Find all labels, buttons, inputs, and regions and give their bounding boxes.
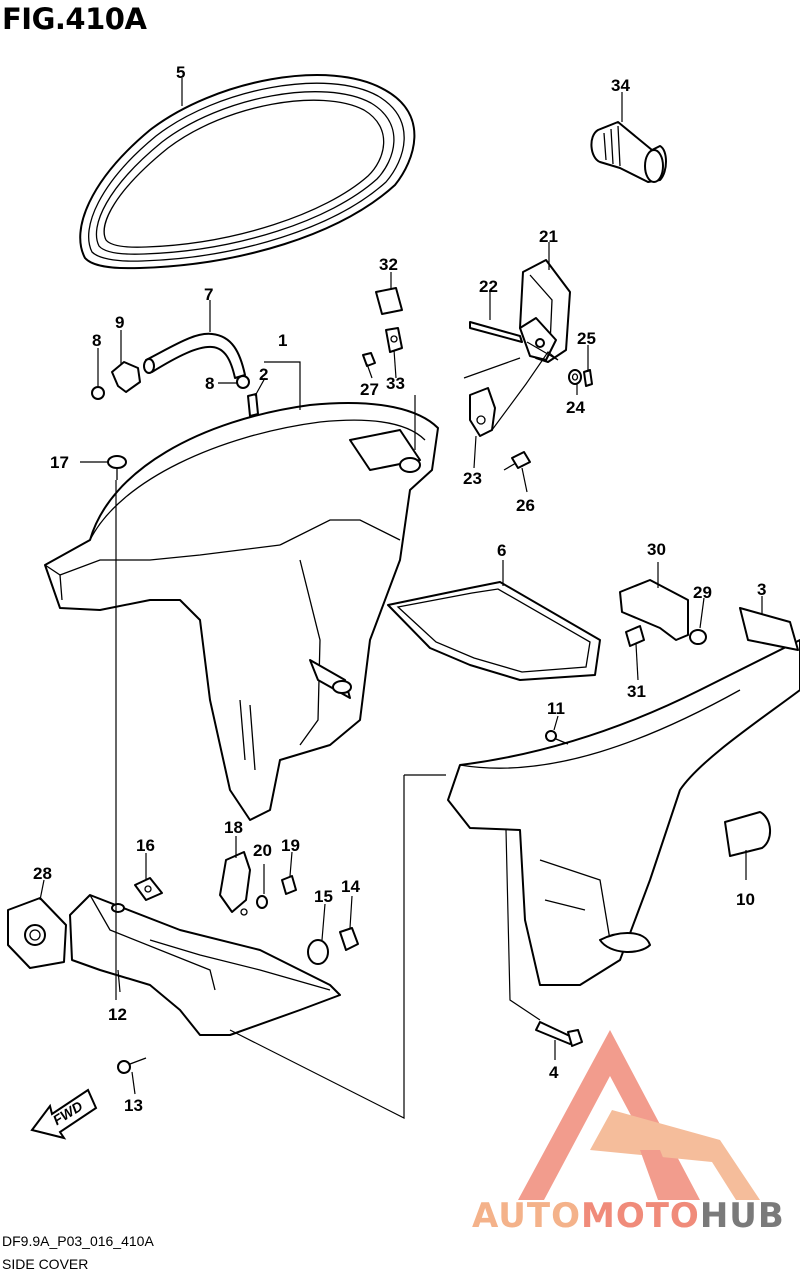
callout-33: 33: [386, 374, 405, 393]
rubber-pad-part: [724, 811, 771, 857]
callout-17: 17: [50, 453, 69, 472]
mounting-bracket-part: [619, 579, 707, 647]
callout-2: 2: [259, 365, 268, 384]
leader-lines: [39, 78, 763, 1119]
figure-title: FIG.410A: [2, 2, 147, 36]
callout-31: 31: [627, 682, 646, 701]
grommet-part: [590, 121, 667, 183]
callout-14: 14: [341, 877, 360, 896]
watermark-hub-text: HUB: [699, 1196, 785, 1236]
callout-15: 15: [314, 887, 333, 906]
model-code: DF9.9A_P03_016_410A: [2, 1233, 154, 1249]
side-cover-left-part: [44, 402, 439, 821]
callout-24: 24: [566, 398, 585, 417]
callout-6: 6: [497, 541, 506, 560]
fwd-arrow-icon: [30, 1088, 98, 1140]
callout-16: 16: [136, 836, 155, 855]
callout-26: 26: [516, 496, 535, 515]
callout-1: 1: [278, 331, 287, 350]
callout-8: 8: [92, 331, 101, 350]
callout-28: 28: [33, 864, 52, 883]
callout-12: 12: [108, 1005, 127, 1024]
cushion-part: [7, 897, 67, 969]
callout-32: 32: [379, 255, 398, 274]
bolt-13-part: [117, 1057, 147, 1074]
callout-23: 23: [463, 469, 482, 488]
callout-25: 25: [577, 329, 596, 348]
figure-caption: SIDE COVER: [2, 1256, 89, 1272]
callout-19: 19: [281, 836, 300, 855]
side-cover-right-part: [447, 607, 800, 986]
callout-5: 5: [176, 63, 185, 82]
hose-part: [143, 332, 246, 379]
collar-part: [307, 927, 359, 965]
callout-13: 13: [124, 1096, 143, 1115]
callout-22: 22: [479, 277, 498, 296]
watermark-brand: AUTOMOTOHUB: [472, 1196, 785, 1236]
nut-plate-part: [134, 877, 163, 901]
lower-pan-part: [69, 894, 341, 1036]
callout-9: 9: [115, 313, 124, 332]
callout-10: 10: [736, 890, 755, 909]
callout-4: 4: [549, 1063, 559, 1082]
callout-7: 7: [204, 285, 213, 304]
callout-3: 3: [757, 580, 766, 599]
latch-lever-part: [469, 259, 571, 363]
callout-29: 29: [693, 583, 712, 602]
bolt-part: [107, 455, 127, 480]
watermark-auto-text: AUTO: [472, 1196, 581, 1236]
screw-part: [545, 730, 569, 745]
callout-11: 11: [547, 699, 565, 718]
rubber-cushion-part: [362, 287, 403, 367]
watermark-moto-text: MOTO: [580, 1196, 700, 1236]
triangle-a-logo-icon: [518, 1030, 760, 1200]
forward-direction-marker: FWD: [30, 1088, 98, 1140]
callout-labels: 5 34 21 32 22 7 9 1 8 8 2 27 33 25 24 17…: [33, 63, 766, 1115]
callout-34: 34: [611, 76, 630, 95]
callout-27: 27: [360, 380, 379, 399]
long-bolt-part: [535, 1021, 583, 1047]
bracket-part: [469, 387, 531, 471]
seal-ring-part: [79, 74, 416, 270]
gasket-part: [387, 581, 601, 681]
clamp-part: [91, 361, 259, 417]
callout-20: 20: [253, 841, 272, 860]
callout-18: 18: [224, 818, 243, 837]
callout-8-second: 8: [205, 374, 214, 393]
callout-21: 21: [539, 227, 558, 246]
washer-part: [568, 369, 593, 387]
callout-30: 30: [647, 540, 666, 559]
bracket-arm-part: [219, 851, 297, 916]
